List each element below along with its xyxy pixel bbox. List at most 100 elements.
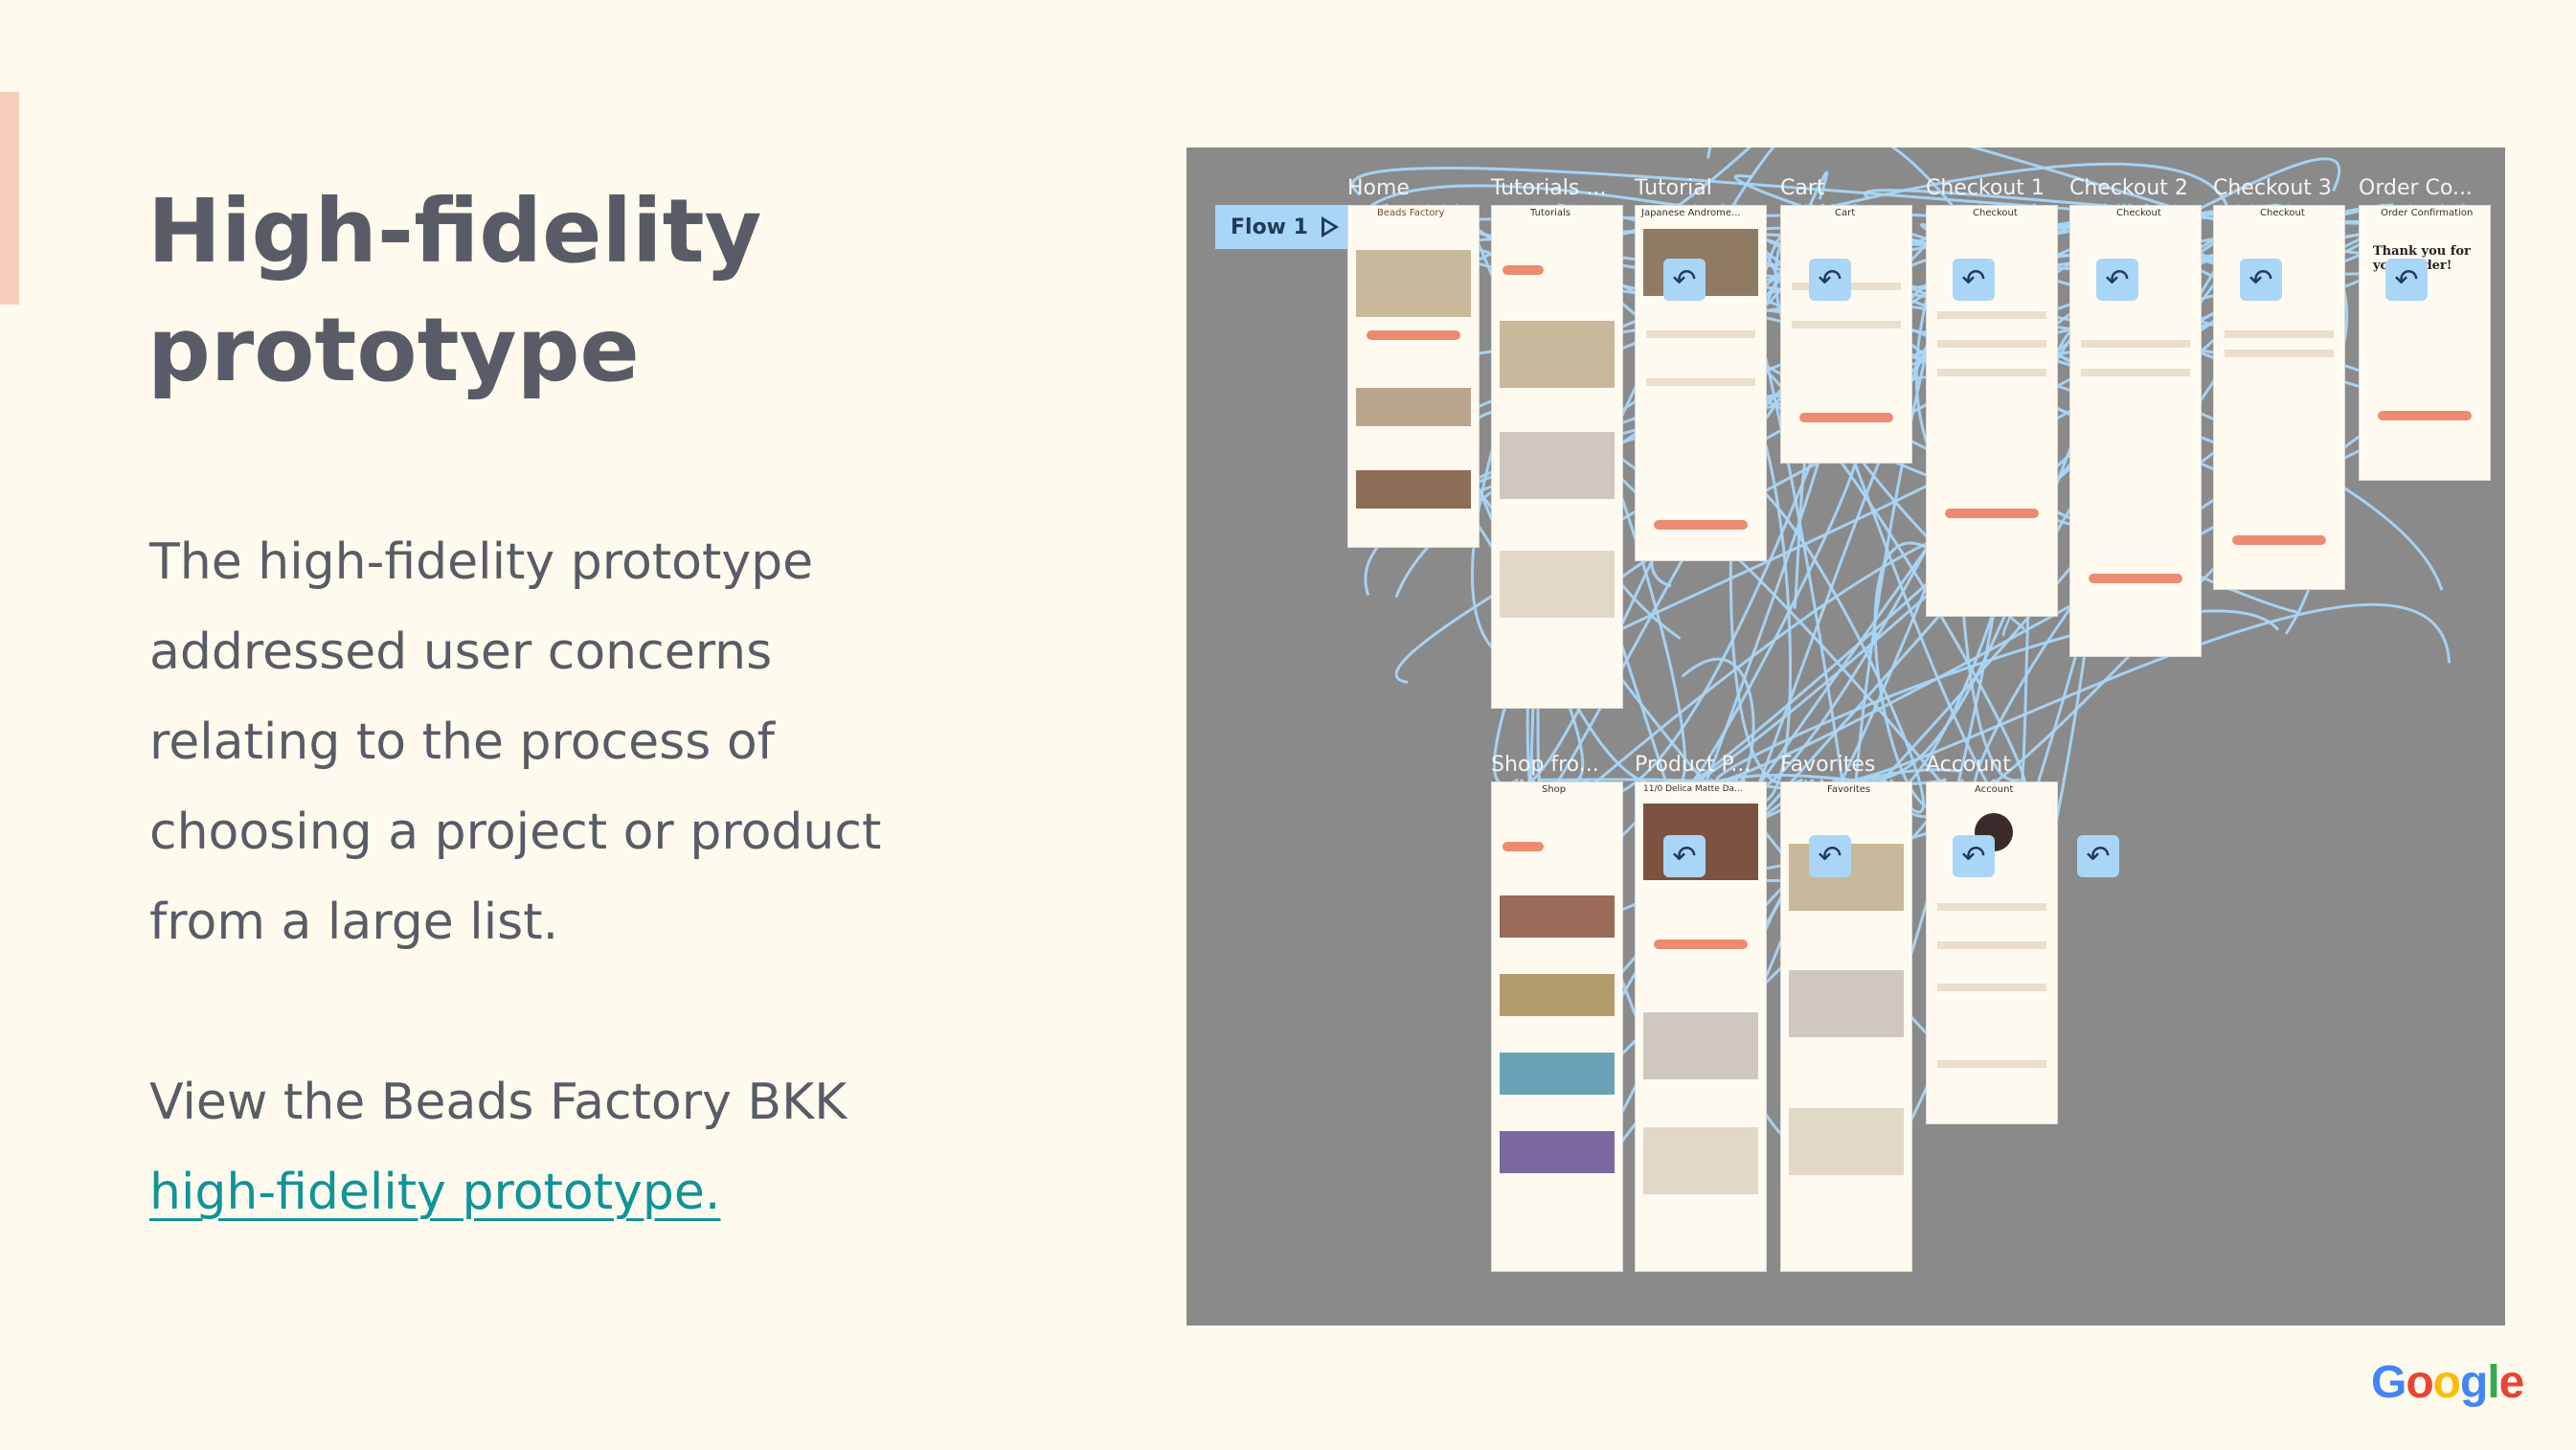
frame-header: Checkout bbox=[1973, 208, 2018, 218]
frame-header: Checkout bbox=[2116, 208, 2161, 218]
logo-letter: o bbox=[2432, 1357, 2461, 1408]
connector-line bbox=[1714, 609, 2280, 784]
frame-header: Checkout bbox=[2260, 208, 2305, 218]
product-image bbox=[1500, 895, 1615, 938]
logo-letter: l bbox=[2487, 1357, 2499, 1408]
frame-header: Japanese Androme... bbox=[1641, 208, 1741, 218]
view-line: View the Beads Factory BKK bbox=[149, 1074, 847, 1131]
frame-label-tutorials: Tutorials ... bbox=[1491, 176, 1607, 200]
input-field bbox=[2080, 369, 2191, 376]
frame-label-home: Home bbox=[1347, 176, 1410, 200]
frame-label-product: Product P... bbox=[1635, 753, 1751, 777]
frame-cart[interactable]: Cart bbox=[1780, 205, 1912, 464]
connector-line bbox=[1832, 602, 2452, 783]
frame-checkout-2[interactable]: Checkout bbox=[2069, 205, 2202, 657]
frame-header: Beads Factory bbox=[1377, 208, 1445, 218]
review-order-button bbox=[2089, 574, 2182, 583]
frame-label-checkout-1: Checkout 1 bbox=[1926, 176, 2045, 200]
slide-title: High-fidelity prototype bbox=[147, 172, 1009, 410]
input-field bbox=[1936, 340, 2047, 348]
product-image bbox=[1500, 1053, 1615, 1095]
prototype-link[interactable]: high-fidelity prototype. bbox=[149, 1164, 721, 1221]
frame-label-checkout-3: Checkout 3 bbox=[2213, 176, 2332, 200]
back-icon[interactable]: ↶ bbox=[2096, 259, 2138, 301]
tutorial-image bbox=[1500, 432, 1615, 499]
featured-image bbox=[1356, 250, 1471, 317]
logo-letter: o bbox=[2406, 1357, 2433, 1408]
frame-label-tutorial: Tutorial bbox=[1635, 176, 1712, 200]
back-icon[interactable]: ↶ bbox=[2385, 259, 2428, 301]
filter-button bbox=[1502, 842, 1545, 851]
frame-label-checkout-2: Checkout 2 bbox=[2069, 176, 2188, 200]
checkout-button bbox=[1799, 413, 1893, 422]
flow-start-button[interactable]: Flow 1 bbox=[1215, 205, 1355, 249]
logo-letter: e bbox=[2498, 1357, 2525, 1408]
back-icon[interactable]: ↶ bbox=[1663, 259, 1706, 301]
back-icon[interactable]: ↶ bbox=[1809, 835, 1851, 877]
frame-label-favorites: Favorites bbox=[1780, 753, 1876, 777]
back-icon[interactable]: ↶ bbox=[1953, 259, 1995, 301]
explore-button bbox=[1367, 330, 1460, 340]
slide-body: The high-fidelity prototype addressed us… bbox=[149, 517, 1011, 1237]
account-row bbox=[1936, 903, 2047, 911]
frame-header: Account bbox=[1975, 784, 2014, 795]
tutorial-image bbox=[1500, 551, 1615, 618]
back-icon[interactable]: ↶ bbox=[1809, 259, 1851, 301]
back-icon[interactable]: ↶ bbox=[2240, 259, 2282, 301]
back-icon[interactable]: ↶ bbox=[2077, 835, 2119, 877]
frame-label-shop: Shop fro... bbox=[1491, 753, 1599, 777]
body-line-4: choosing a project or product bbox=[149, 804, 882, 861]
body-line-5: from a large list. bbox=[149, 894, 559, 951]
text-strip bbox=[1645, 378, 1756, 386]
filter-button bbox=[1502, 265, 1545, 275]
flow-label: Flow 1 bbox=[1231, 215, 1308, 239]
body-line-3: relating to the process of bbox=[149, 714, 775, 771]
google-logo: Google bbox=[2371, 1356, 2525, 1409]
account-row bbox=[1936, 941, 2047, 949]
summary-line bbox=[2224, 330, 2335, 338]
tutorial-image bbox=[1643, 1012, 1758, 1079]
cart-item bbox=[1791, 321, 1902, 329]
new-products-row bbox=[1356, 470, 1471, 509]
account-row bbox=[1936, 1060, 2047, 1068]
favorite-image bbox=[1789, 970, 1904, 1037]
frame-header: Favorites bbox=[1827, 784, 1871, 795]
frame-shop[interactable]: Shop bbox=[1491, 782, 1623, 1272]
back-icon[interactable]: ↶ bbox=[1953, 835, 1995, 877]
logo-letter: g bbox=[2460, 1357, 2488, 1408]
title-line-1: High-fidelity bbox=[147, 180, 762, 283]
prototype-canvas: Flow 1 Home Tutorials ... Tutorial Cart … bbox=[1186, 147, 2505, 1325]
frame-tutorials[interactable]: Tutorials bbox=[1491, 205, 1623, 709]
favorite-image bbox=[1789, 1108, 1904, 1175]
frame-label-account: Account bbox=[1926, 753, 2011, 777]
frame-header: Cart bbox=[1835, 208, 1856, 218]
frame-home[interactable]: Beads Factory bbox=[1347, 205, 1480, 548]
place-order-button bbox=[2232, 535, 2326, 545]
accent-bar bbox=[0, 92, 19, 305]
frame-header: Tutorials bbox=[1530, 208, 1570, 218]
tutorial-image bbox=[1643, 1127, 1758, 1194]
add-to-cart-button bbox=[1654, 520, 1748, 530]
favorite-tutorials-row bbox=[1356, 388, 1471, 426]
tutorial-image bbox=[1500, 321, 1615, 388]
input-field bbox=[2080, 340, 2191, 348]
paragraph-gap bbox=[149, 967, 1011, 1057]
title-line-2: prototype bbox=[147, 299, 640, 401]
account-row bbox=[1936, 984, 2047, 991]
frame-label-cart: Cart bbox=[1780, 176, 1825, 200]
frame-header: 11/0 Delica Matte Da... bbox=[1643, 784, 1743, 794]
logo-letter: G bbox=[2371, 1357, 2407, 1408]
play-icon bbox=[1321, 216, 1339, 238]
body-line-1: The high-fidelity prototype bbox=[149, 533, 814, 591]
add-to-cart-button bbox=[1654, 940, 1748, 949]
product-image bbox=[1500, 974, 1615, 1016]
back-icon[interactable]: ↶ bbox=[1663, 835, 1706, 877]
frame-header: Shop bbox=[1542, 784, 1567, 795]
text-strip bbox=[1645, 330, 1756, 338]
input-field bbox=[1936, 311, 2047, 319]
body-line-2: addressed user concerns bbox=[149, 623, 773, 681]
summary-line bbox=[2224, 350, 2335, 357]
frame-account[interactable]: Account bbox=[1926, 782, 2058, 1124]
continue-shopping-button bbox=[2378, 411, 2472, 420]
frame-order-confirmation[interactable]: Order Confirmation Thank you for your or… bbox=[2359, 205, 2491, 481]
